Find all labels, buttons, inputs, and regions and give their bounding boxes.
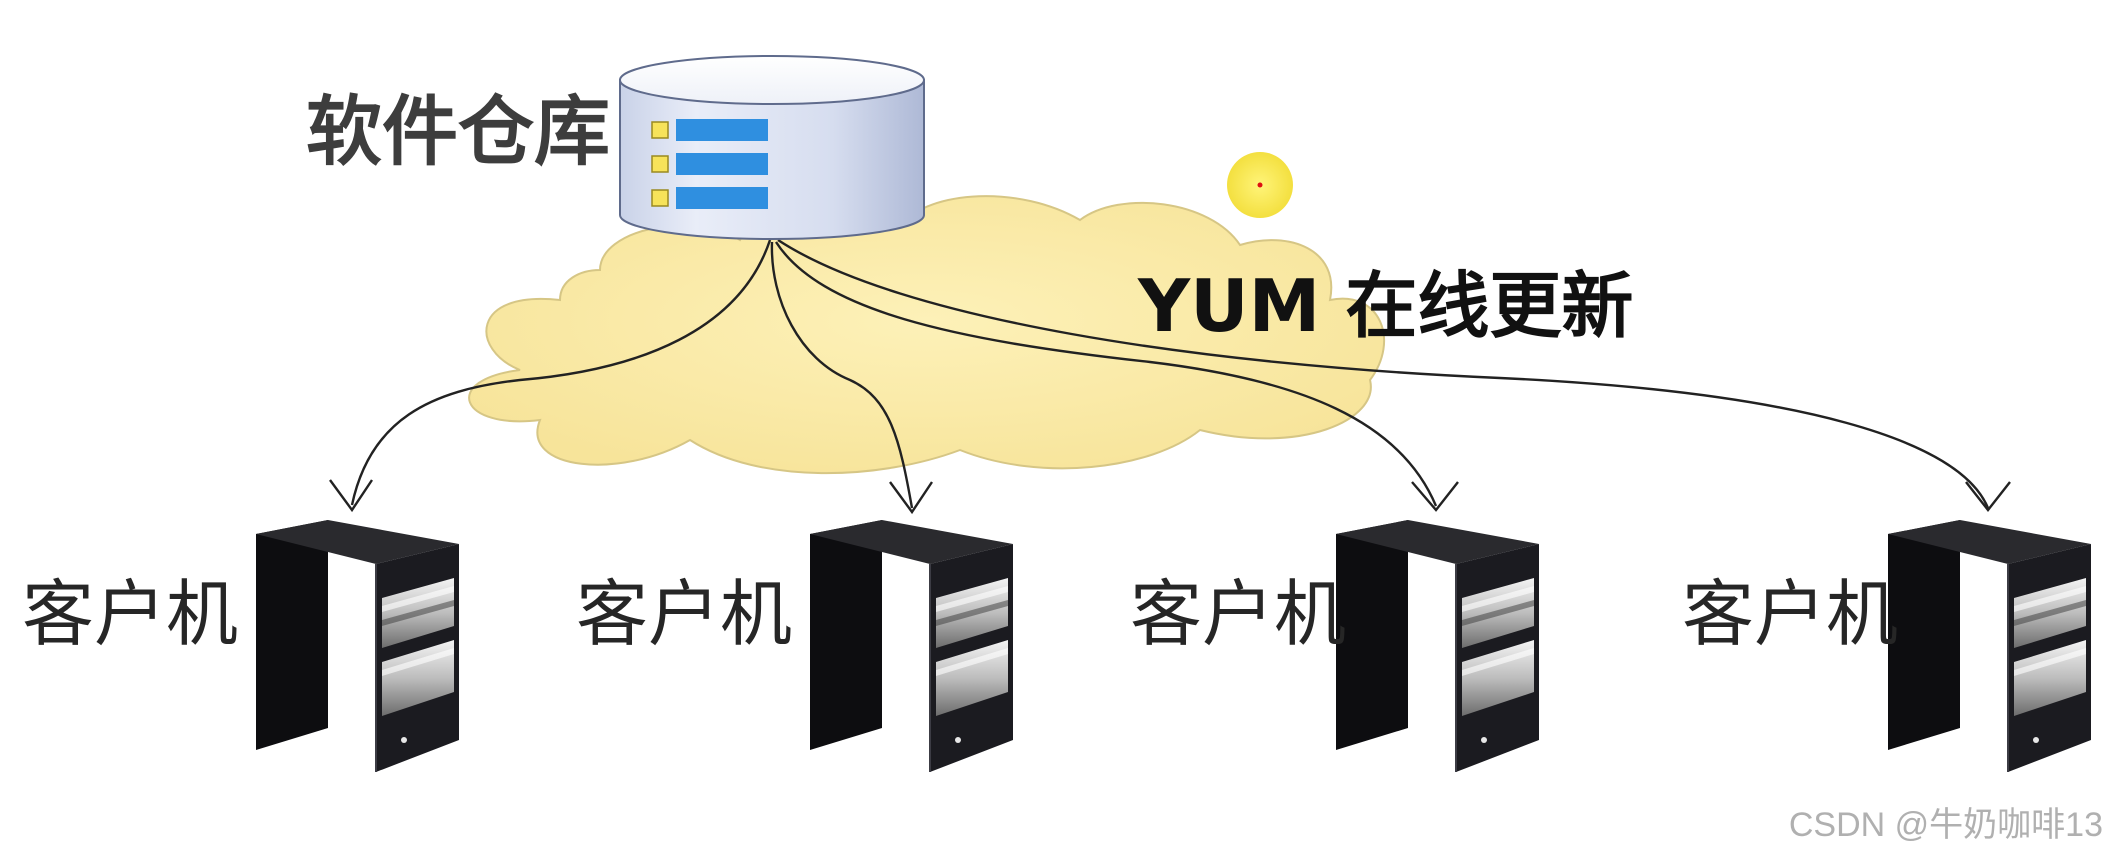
pointer-highlight-icon [1227, 152, 1293, 218]
client-label: 客户机 [1130, 572, 1347, 656]
database-icon [619, 55, 925, 240]
arrow-to-client-4 [777, 238, 1990, 509]
server-tower-icon [1335, 519, 1540, 773]
client-label: 客户机 [576, 572, 793, 656]
update-arrows [350, 238, 1990, 509]
channel-label: YUM 在线更新 [1138, 264, 1634, 348]
arrow-to-client-3 [774, 241, 1438, 507]
server-tower-icon [1887, 519, 2092, 773]
client-label: 客户机 [22, 572, 239, 656]
arrow-to-client-2 [770, 241, 914, 509]
server-tower-icon [809, 519, 1014, 773]
server-tower-icon [255, 519, 460, 773]
watermark: CSDN @牛奶咖啡13 [1788, 806, 2103, 844]
client-label: 客户机 [1682, 572, 1899, 656]
repository-label: 软件仓库 [306, 87, 610, 176]
arrow-to-client-1 [350, 239, 772, 506]
arrowheads [329, 479, 2011, 515]
